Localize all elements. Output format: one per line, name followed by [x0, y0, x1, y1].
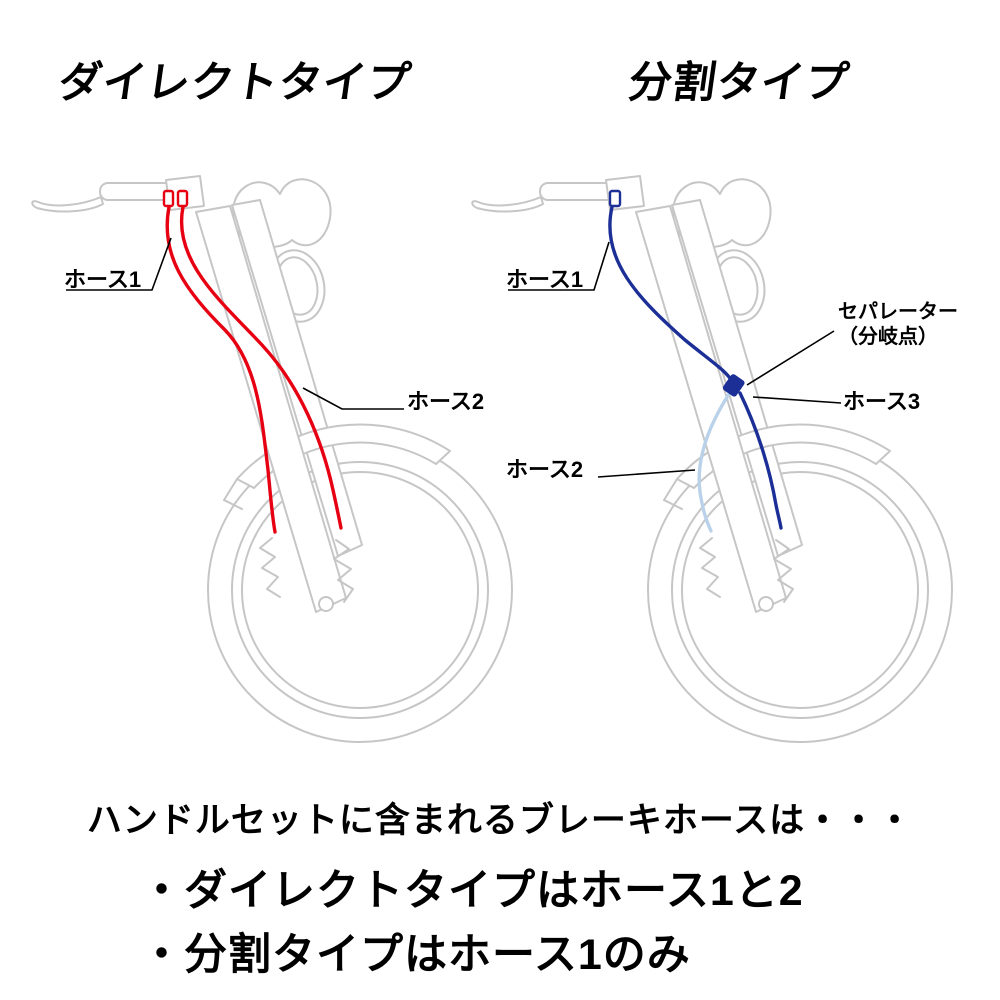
leader-split-hose1: [508, 241, 610, 291]
leader-split-separator: [746, 330, 835, 386]
direct-hose-2-path: [179, 205, 343, 530]
split-bike: [471, 175, 953, 743]
footer-bullet-split: ・分割タイプはホース1のみ: [140, 931, 691, 979]
title-direct-type: ダイレクトタイプ: [55, 59, 415, 107]
direct-bike: [31, 175, 514, 743]
split-separator-label-line2: （分岐点）: [838, 326, 938, 348]
direct-banjo-fitting-1: [162, 189, 175, 208]
direct-banjo-fitting-2: [176, 189, 189, 208]
split-hose-3-path: [738, 391, 783, 530]
split-hose3-label: ホース3: [843, 389, 921, 414]
footer-bullet-direct: ・ダイレクトタイプはホース1と2: [140, 867, 804, 915]
footer-intro-text: ハンドルセットに含まれるブレーキホースは・・・: [86, 801, 914, 840]
leader-lines: [66, 237, 842, 478]
direct-hose2-label: ホース2: [407, 389, 485, 414]
split-separator-label-line1: セパレーター: [838, 301, 958, 323]
split-separator-block: [722, 374, 745, 397]
split-hose2-label: ホース2: [506, 457, 584, 482]
split-hose1-label: ホース1: [506, 267, 584, 292]
leader-split-hose2: [597, 469, 696, 478]
title-split-type: 分割タイプ: [625, 59, 853, 107]
leader-split-hose3: [752, 396, 842, 404]
leader-direct-hose1: [66, 237, 172, 291]
split-hose-2-path: [697, 392, 731, 533]
direct-hose1-label: ホース1: [64, 267, 142, 292]
split-hose-1-path: [608, 205, 735, 385]
direct-hose-1-path: [165, 205, 277, 534]
leader-direct-hose2: [302, 387, 404, 410]
split-separator-label: セパレーター （分岐点）: [838, 300, 958, 350]
split-banjo-fitting: [608, 189, 622, 208]
